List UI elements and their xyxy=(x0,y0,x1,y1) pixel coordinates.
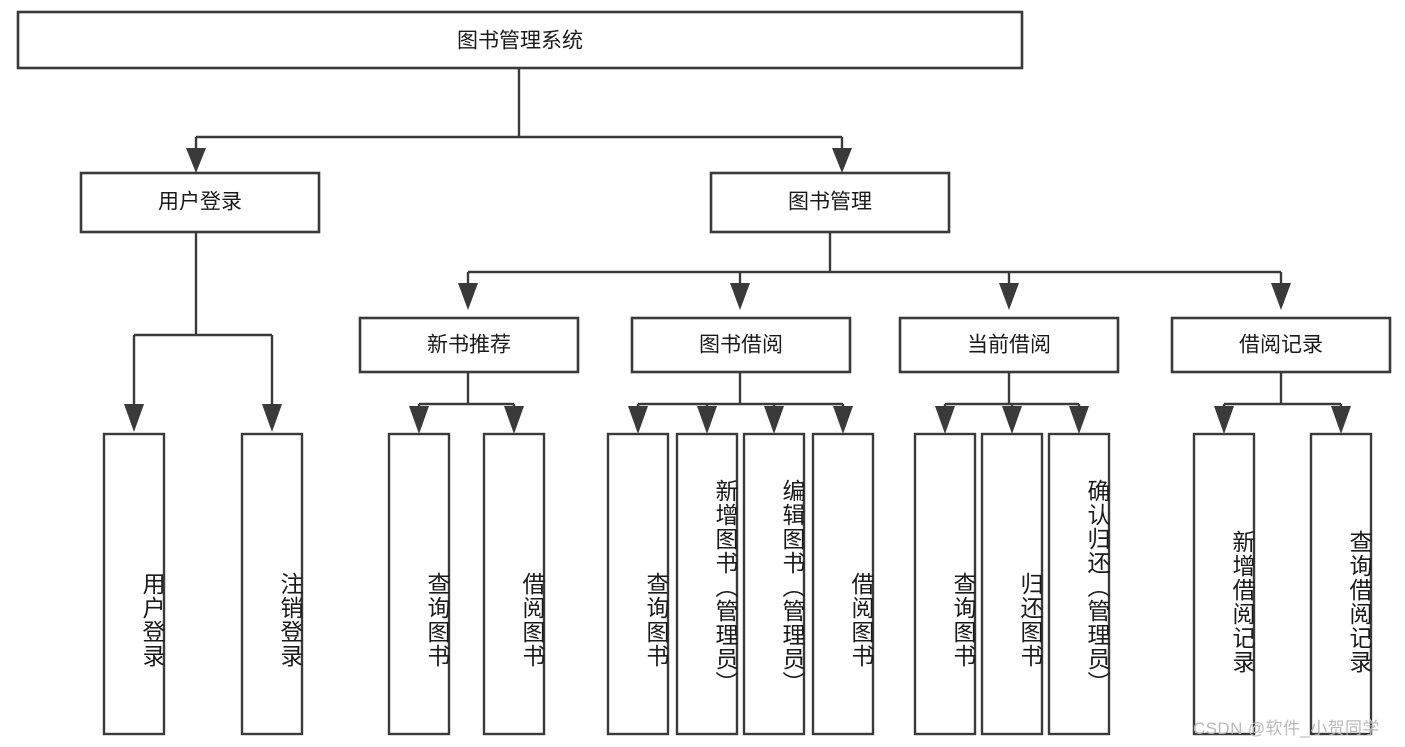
leaf-box-user-login[interactable] xyxy=(102,432,166,736)
node-root-system[interactable]: 图书管理系统 xyxy=(16,10,1024,70)
leaf-box-logout[interactable] xyxy=(240,432,304,736)
arrow-to-leaf-borrow-book-1 xyxy=(504,406,524,434)
node-borrow-record[interactable]: 借阅记录 xyxy=(1170,316,1392,374)
connector-userlogin-to-leaves xyxy=(124,232,282,432)
node-current-borrow[interactable]: 当前借阅 xyxy=(898,316,1120,374)
connector-root-to-level1 xyxy=(186,68,852,173)
leaf-box-edit-book[interactable] xyxy=(742,432,806,736)
connector-bookmanage-to-level2 xyxy=(458,232,1291,310)
node-root-system-label: 图书管理系统 xyxy=(457,30,583,53)
leaf-boxes-book-borrow-group xyxy=(606,432,875,736)
leaf-boxes-borrow-record-group xyxy=(1192,432,1373,736)
arrow-to-book-manage xyxy=(832,148,852,173)
arrow-to-borrow-record xyxy=(1271,283,1291,310)
arrow-to-leaf-return-book xyxy=(1002,406,1022,434)
node-borrow-record-label: 借阅记录 xyxy=(1239,334,1323,357)
node-user-login-label: 用户登录 xyxy=(158,191,242,214)
leaf-box-query-record[interactable] xyxy=(1309,432,1373,736)
node-book-manage-box[interactable] xyxy=(709,171,951,234)
leaf-boxes-new-book-group xyxy=(387,432,546,736)
leaf-box-confirm-return[interactable] xyxy=(1047,432,1111,736)
node-new-book-recommend-box[interactable] xyxy=(358,316,580,374)
arrow-to-leaf-edit-book xyxy=(764,406,784,434)
leaf-box-return-book[interactable] xyxy=(980,432,1044,736)
node-book-borrow[interactable]: 图书借阅 xyxy=(630,316,852,374)
connector-currentborrow-to-leaves xyxy=(935,372,1089,434)
leaf-boxes-user-login-group xyxy=(102,432,304,736)
csdn-watermark: CSDN @软件_小贺同学 xyxy=(1193,719,1380,738)
node-new-book-recommend[interactable]: 新书推荐 xyxy=(358,316,580,374)
arrow-to-leaf-logout xyxy=(262,404,282,432)
node-user-login[interactable]: 用户登录 xyxy=(79,171,321,234)
arrow-to-leaf-user-login xyxy=(124,404,144,432)
leaf-boxes-current-borrow-group xyxy=(913,432,1111,736)
connector-bookborrow-to-leaves xyxy=(628,372,853,434)
arrow-to-leaf-borrow-book-2 xyxy=(833,406,853,434)
node-root-system-box[interactable] xyxy=(16,10,1024,70)
leaf-box-add-record[interactable] xyxy=(1192,432,1256,736)
node-book-borrow-label: 图书借阅 xyxy=(699,334,783,357)
leaf-box-add-book[interactable] xyxy=(675,432,739,736)
leaf-box-query-book-3[interactable] xyxy=(913,432,977,736)
node-book-manage[interactable]: 图书管理 xyxy=(709,171,951,234)
arrow-to-leaf-query-book-3 xyxy=(935,406,955,434)
arrow-to-leaf-add-book xyxy=(697,406,717,434)
arrow-to-user-login xyxy=(186,148,206,173)
connector-newbook-to-leaves xyxy=(409,372,524,434)
arrow-to-leaf-query-record xyxy=(1331,406,1351,434)
leaf-box-query-book-1[interactable] xyxy=(387,432,451,736)
node-current-borrow-box[interactable] xyxy=(898,316,1120,374)
arrow-to-current-borrow xyxy=(999,283,1019,310)
arrow-to-book-borrow xyxy=(730,283,750,310)
node-book-borrow-box[interactable] xyxy=(630,316,852,374)
arrow-to-leaf-query-book-2 xyxy=(628,406,648,434)
leaf-box-query-book-2[interactable] xyxy=(606,432,670,736)
node-new-book-recommend-label: 新书推荐 xyxy=(427,334,511,357)
leaf-box-borrow-book-1[interactable] xyxy=(482,432,546,736)
node-user-login-box[interactable] xyxy=(79,171,321,234)
leaf-box-borrow-book-2[interactable] xyxy=(811,432,875,736)
node-book-manage-label: 图书管理 xyxy=(788,191,872,214)
arrow-to-leaf-add-record xyxy=(1214,406,1234,434)
arrow-to-leaf-confirm-return xyxy=(1069,406,1089,434)
arrow-to-new-book-recommend xyxy=(458,283,478,310)
node-current-borrow-label: 当前借阅 xyxy=(967,334,1051,357)
arrow-to-leaf-query-book-1 xyxy=(409,406,429,434)
connector-borrowrecord-to-leaves xyxy=(1214,372,1351,434)
node-borrow-record-box[interactable] xyxy=(1170,316,1392,374)
